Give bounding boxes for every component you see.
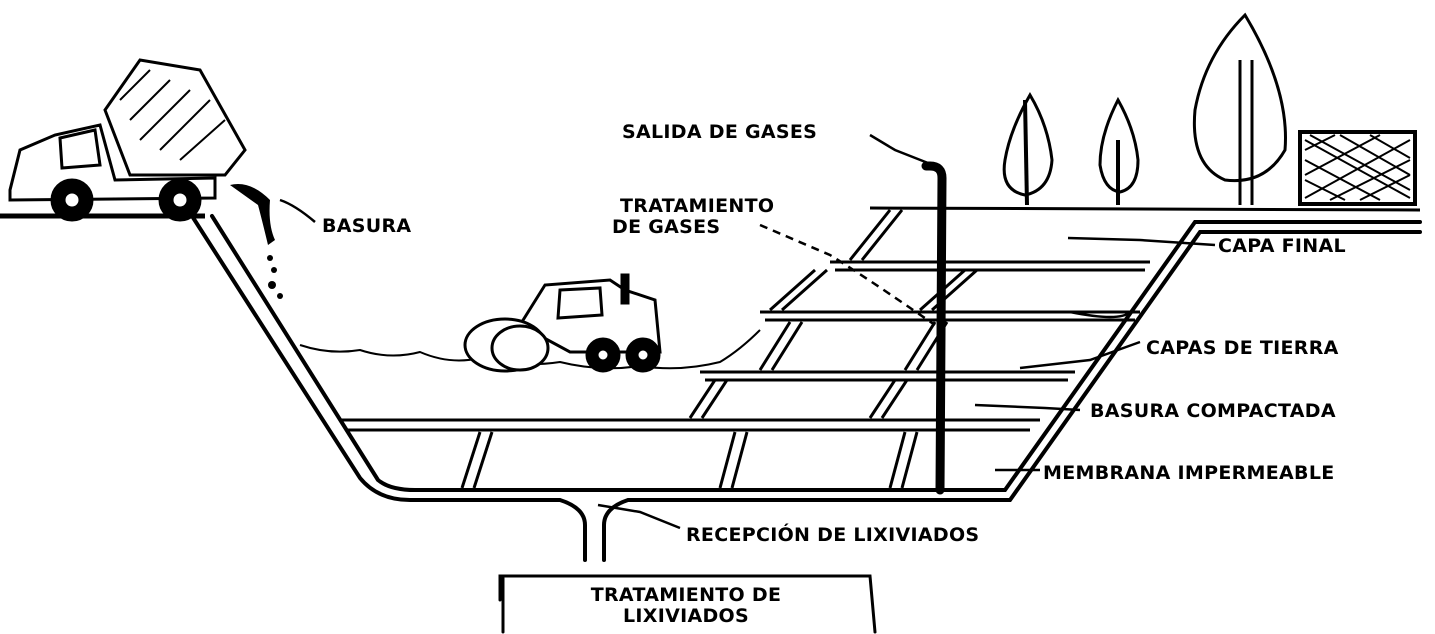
label-tratamiento-lix-1: TRATAMIENTO DE	[591, 584, 782, 606]
gas-vent-pipe	[921, 161, 947, 495]
dump-truck	[8, 58, 247, 222]
leader-lines	[279, 133, 1216, 530]
hedge-block	[1298, 130, 1417, 206]
label-capa-final: CAPA FINAL	[1218, 235, 1346, 257]
labels: SALIDA DE GASES TRATAMIENTO DE GASES BAS…	[322, 121, 1346, 627]
waste-cells	[299, 209, 1150, 489]
label-capas-tierra: CAPAS DE TIERRA	[1146, 337, 1339, 359]
label-salida-gases: SALIDA DE GASES	[622, 121, 817, 143]
label-basura: BASURA	[322, 215, 411, 237]
label-membrana: MEMBRANA IMPERMEABLE	[1043, 462, 1335, 484]
compactor	[463, 273, 662, 373]
label-basura-compactada: BASURA COMPACTADA	[1090, 400, 1336, 422]
label-recepcion: RECEPCIÓN DE LIXIVIADOS	[686, 522, 979, 546]
label-tratamiento-gases-1: TRATAMIENTO	[620, 195, 774, 217]
label-tratamiento-lix-2: LIXIVIADOS	[623, 605, 749, 627]
falling-garbage	[230, 184, 283, 299]
label-tratamiento-gases-2: DE GASES	[612, 216, 720, 238]
trees	[1002, 12, 1287, 206]
